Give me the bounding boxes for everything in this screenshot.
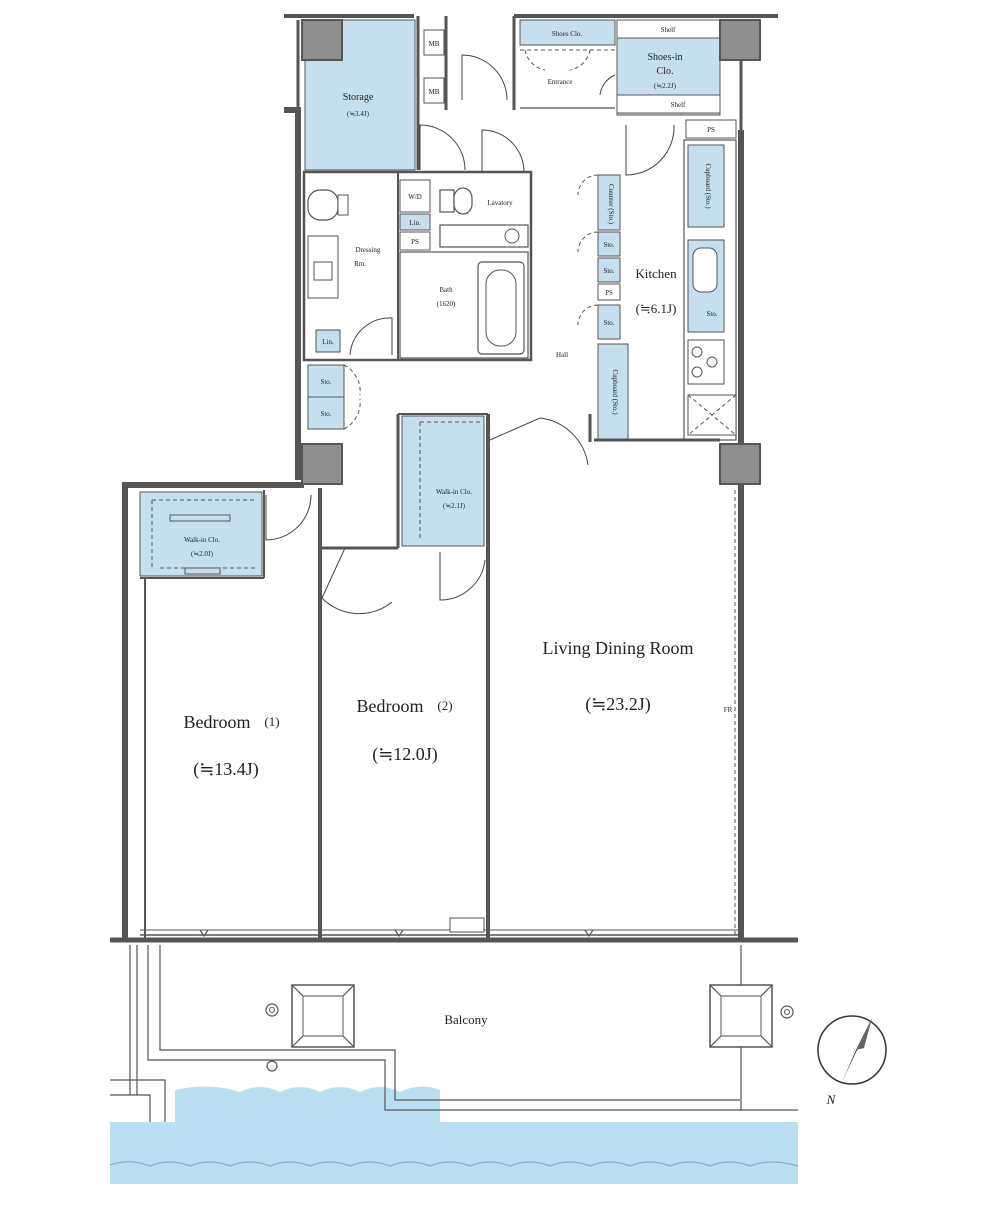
sto-label: Sto. <box>603 267 614 275</box>
mb-label: MB <box>429 88 440 96</box>
cupboard-label: Cupboard (Sto.) <box>611 369 619 415</box>
hall-label: Hall <box>556 351 568 359</box>
kitchen-door <box>625 124 675 176</box>
living-door <box>489 417 589 466</box>
living-dining-area: (≒23.2J) <box>585 694 651 715</box>
lavatory-toilet-icon <box>439 189 455 213</box>
wd-label: W/D <box>408 193 422 201</box>
storage-label: Storage <box>343 92 374 103</box>
walk-in-clo-1-label: Walk-in Clo. <box>184 536 220 544</box>
bedroom2-door <box>321 547 393 615</box>
storage-area: (≒3.4J) <box>347 110 370 118</box>
outer-wall-bedroom1 <box>122 482 304 940</box>
shoes-clo-label: Shoes Clo. <box>552 30 583 38</box>
sto-label: Sto. <box>320 378 331 386</box>
cooktop-icon <box>687 339 725 385</box>
cupboard <box>597 343 629 441</box>
sto-label: Sto. <box>320 410 331 418</box>
drain-icon <box>265 1003 279 1017</box>
sto-label: Sto. <box>603 241 614 249</box>
entrance-door <box>461 54 508 101</box>
balcony-label: Balcony <box>444 1012 488 1027</box>
bedroom1-label: Bedroom <box>184 712 251 732</box>
counter-label: Counter (Sto.) <box>607 184 615 225</box>
bedroom2-number: (2) <box>437 698 452 713</box>
shoes-in-clo-label: Shoes-in <box>648 52 683 63</box>
fr-label: FR <box>724 706 733 714</box>
shelf-label: Shelf <box>671 101 686 109</box>
vanity-counter <box>439 224 529 248</box>
lavatory-label: Lavatory <box>487 199 513 207</box>
sto-label: Sto. <box>603 319 614 327</box>
bedroom2-area: (≒12.0J) <box>372 744 438 765</box>
lin-label: Lin. <box>322 338 334 346</box>
compass-north-label: N <box>826 1092 837 1107</box>
column-mid-left <box>301 443 343 485</box>
bedroom1-number: (1) <box>264 714 279 729</box>
shoes-closet <box>519 19 616 46</box>
compass-icon <box>817 1015 887 1085</box>
shoes-in-clo-area: (≒2.2J) <box>654 82 677 90</box>
bath-label: Bath <box>439 286 453 294</box>
cupboard <box>687 144 725 228</box>
column-mid-right <box>719 443 761 485</box>
walk-in-door-2 <box>439 552 486 601</box>
pool-area <box>175 1086 798 1152</box>
drain-icon <box>266 1060 278 1072</box>
walk-in-door-1 <box>265 494 312 541</box>
walk-in-clo-1-area: (≒2.0J) <box>191 550 214 558</box>
sink-icon <box>692 247 718 293</box>
toilet-icon <box>307 189 339 221</box>
bath-room <box>399 251 529 359</box>
sto-label: Sto. <box>706 310 717 318</box>
lin-label: Lin. <box>409 219 421 227</box>
walk-in-closet-2 <box>401 415 485 547</box>
shelf-label: Shelf <box>661 26 676 34</box>
ps-label: PS <box>605 289 613 297</box>
wet-area-block <box>302 170 533 362</box>
mb-label: MB <box>429 40 440 48</box>
kitchen-area: (≒6.1J) <box>636 301 677 316</box>
storage-door <box>419 124 466 171</box>
entrance-label: Entrance <box>548 78 573 86</box>
dressing-counter <box>307 235 339 299</box>
living-dining-label: Living Dining Room <box>542 638 693 658</box>
drain-icon <box>780 1005 794 1019</box>
walk-in-clo-2-label: Walk-in Clo. <box>436 488 472 496</box>
balcony-edge <box>147 945 798 1111</box>
walk-in-closet-1 <box>139 491 263 577</box>
dressing-label: Dressing <box>356 246 381 254</box>
ps-label: PS <box>707 126 715 134</box>
bathtub-icon <box>477 261 525 355</box>
bath-size: (1620) <box>437 300 456 308</box>
water-wave-line <box>109 1161 799 1167</box>
dressing-label2: Rm. <box>354 260 366 268</box>
bedroom2-label: Bedroom <box>357 696 424 716</box>
kitchen-label: Kitchen <box>635 266 677 281</box>
bedroom1-area: (≒13.4J) <box>193 759 259 780</box>
walk-in-clo-2-area: (≒2.1J) <box>443 502 466 510</box>
ps-label: PS <box>411 238 419 246</box>
cupboard-label: Cupboard (Sto.) <box>704 163 712 209</box>
shoes-in-clo-label2: Clo. <box>657 66 674 77</box>
washroom-door <box>481 129 525 173</box>
